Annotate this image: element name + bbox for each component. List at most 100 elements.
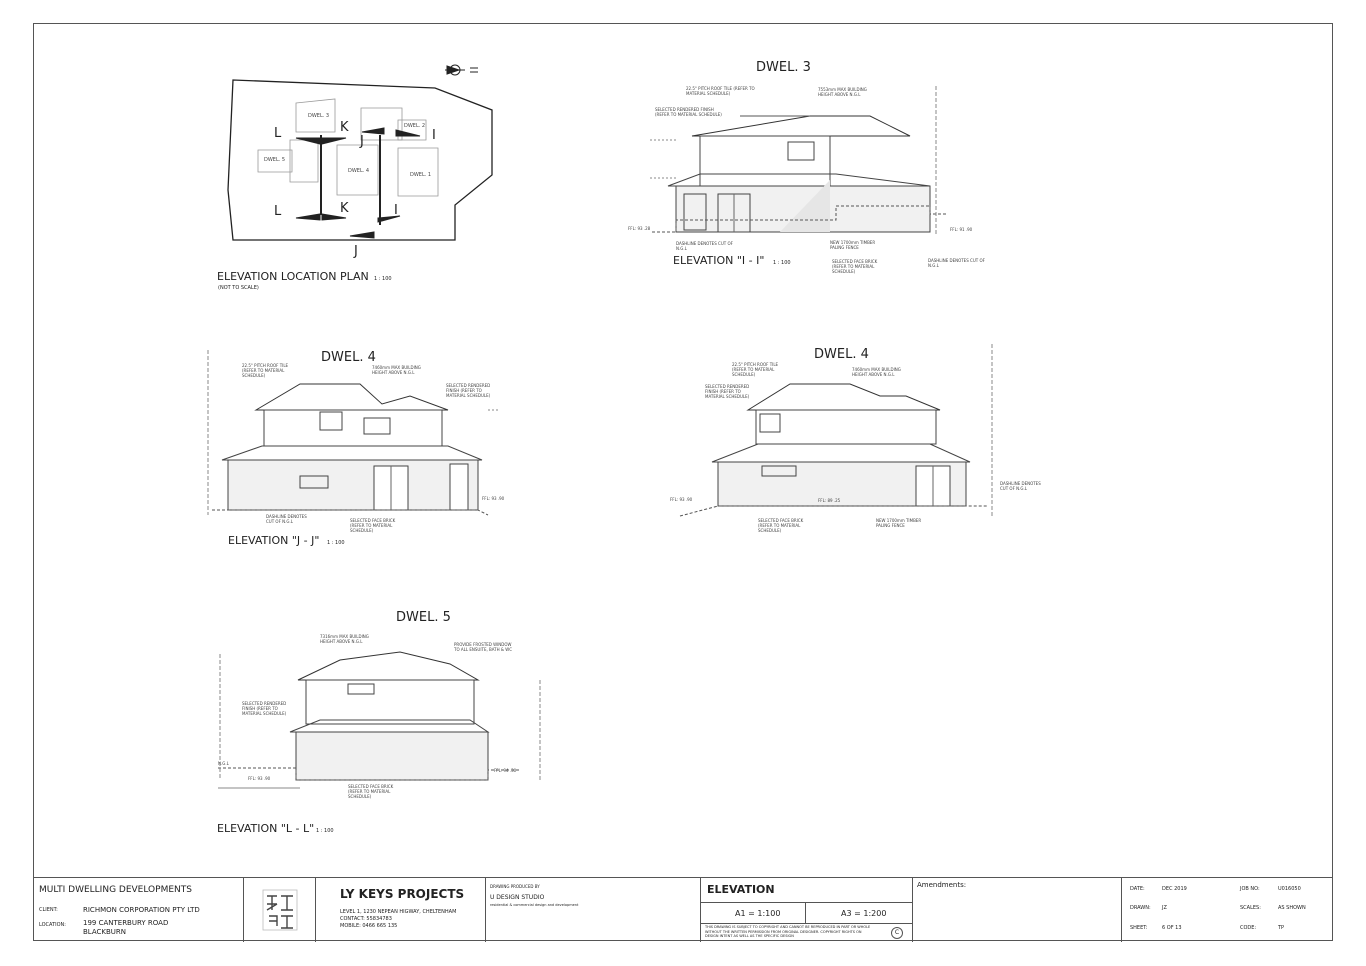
location-line-1: 199 CANTERBURY ROAD — [83, 919, 169, 927]
scales-value: AS SHOWN — [1278, 905, 1306, 911]
drawn-value: JZ — [1162, 905, 1167, 911]
sheet-title: ELEVATION — [707, 883, 775, 896]
elev-ll-dwel: DWEL. 5 — [396, 610, 451, 625]
copyright-notice: THIS DRAWING IS SUBJECT TO COPYRIGHT AND… — [705, 925, 871, 938]
code-value: TP — [1278, 925, 1285, 931]
code-label: CODE: — [1240, 925, 1257, 931]
elev-ii-dwel: DWEL. 3 — [756, 60, 811, 75]
location-plan-note: (NOT TO SCALE) — [218, 285, 259, 291]
elev-ii-note-dash2: DASHLINE DENOTES CUT OF N.G.L — [928, 258, 985, 268]
title-block: MULTI DWELLING DEVELOPMENTS CLIENT: RICH… — [33, 877, 1333, 942]
elev-ll-note-height: 7316mm MAX BUILDING HEIGHT ABOVE N.G.L — [320, 634, 369, 644]
produced-by-label: DRAWING PRODUCED BY — [490, 884, 540, 889]
amendments-cell: Amendments: — [913, 878, 1122, 942]
elevation-ii-building — [650, 86, 948, 236]
section-marker-l-top: L — [274, 126, 282, 141]
elevation-kk-building — [679, 344, 993, 517]
studio-name: U DESIGN STUDIO — [490, 894, 545, 901]
sheet-title-cell: ELEVATION A1 = 1:100 A3 = 1:200 THIS DRA… — [701, 878, 913, 942]
studio-subtitle: residential & commercial design and deve… — [490, 903, 579, 907]
elev-ii-ffl-2: FFL: 91 .90 — [950, 227, 973, 232]
firm-contact: CONTACT: 55834783 — [340, 916, 392, 922]
project-name: MULTI DWELLING DEVELOPMENTS — [39, 885, 192, 895]
site-plan — [227, 64, 493, 241]
elev-kk-note-height: 7460mm MAX BUILDING HEIGHT ABOVE N.G.L — [852, 367, 901, 377]
scales-label: SCALES: — [1240, 905, 1261, 911]
section-marker-j-top: J — [360, 134, 364, 149]
elev-kk-dwel: DWEL. 4 — [814, 347, 869, 362]
section-marker-k-bottom: K — [340, 201, 349, 216]
elev-jj-ffl: FFL: 93 .90 — [482, 496, 505, 501]
elev-jj-note-dash: DASHLINE DENOTES CUT OF N.G.L — [266, 514, 307, 524]
title-block-project: MULTI DWELLING DEVELOPMENTS CLIENT: RICH… — [33, 878, 244, 942]
elev-ii-note-roof: 22.5° PITCH ROOF TILE (REFER TO MATERIAL… — [686, 86, 755, 96]
studio-cell: DRAWING PRODUCED BY U DESIGN STUDIO resi… — [486, 878, 701, 942]
elev-ii-ffl-1: FFL: 93 .28 — [628, 226, 651, 231]
location-plan-scale: 1 : 100 — [374, 276, 392, 282]
firm-logo — [262, 889, 298, 931]
elev-ll-ffl-2: FFL: 94 .30 — [494, 768, 517, 773]
revision-badge: C — [891, 927, 903, 939]
elev-ii-note-height: 7553mm MAX BUILDING HEIGHT ABOVE N.G.L — [818, 87, 867, 97]
elev-ii-note-render: SELECTED RENDERED FINISH (REFER TO MATER… — [655, 107, 722, 117]
sheet-value: 6 OF 13 — [1162, 925, 1182, 931]
elev-ii-caption: ELEVATION "I - I" — [673, 254, 765, 267]
plan-dwel-5: DWEL. 5 — [264, 157, 286, 163]
elev-ii-note-dash: DASHLINE DENOTES CUT OF N.G.L — [676, 241, 733, 251]
elev-ll-note-render: SELECTED RENDERED FINISH (REFER TO MATER… — [242, 701, 287, 716]
elev-jj-dwel: DWEL. 4 — [321, 350, 376, 365]
elev-ll-caption: ELEVATION "L - L" — [217, 822, 315, 835]
location-line-2: BLACKBURN — [83, 928, 127, 936]
elev-jj-note-render: SELECTED RENDERED FINISH (REFER TO MATER… — [446, 383, 491, 398]
elev-ll-ffl-1: FFL: 93 .90 — [248, 776, 271, 781]
elev-kk-note-dash: DASHLINE DENOTES CUT OF N.G.L — [1000, 481, 1041, 491]
location-plan-title: ELEVATION LOCATION PLAN — [217, 270, 369, 283]
elev-ll-note-window: PROVIDE FROSTED WINDOW TO ALL ENSUITE, B… — [454, 642, 513, 652]
elevation-ll-building — [218, 651, 541, 789]
elev-ii-scale: 1 : 100 — [773, 260, 791, 266]
location-label: LOCATION: — [39, 922, 66, 928]
elevation-jj-building — [207, 350, 498, 516]
drawing-sheet-border — [33, 23, 1333, 941]
client-name: RICHMON CORPORATION PTY LTD — [83, 906, 200, 914]
drawn-label: DRAWN: — [1130, 905, 1151, 911]
elev-kk-note-brick: SELECTED FACE BRICK (REFER TO MATERIAL S… — [758, 518, 804, 533]
elev-ii-note-fence: NEW 1700mm TIMBER PALING FENCE — [830, 240, 876, 250]
date-label: DATE: — [1130, 886, 1145, 892]
job-value: U016050 — [1278, 886, 1301, 892]
elev-kk-ffl-2: FFL: 89 .25 — [818, 498, 841, 503]
firm-address: LEVEL 1, 1230 NEPEAN HIGWAY, CHELTENHAM — [340, 909, 457, 915]
elev-ll-ngl: N.G.L — [218, 761, 229, 766]
elev-kk-ffl-1: FFL: 93 .90 — [670, 497, 693, 502]
a3-scale: A3 = 1:200 — [841, 909, 887, 918]
a1-scale: A1 = 1:100 — [735, 909, 781, 918]
plan-dwel-2: DWEL. 2 — [404, 123, 426, 129]
info-cell: DATE: DEC 2019 DRAWN: JZ SHEET: 6 OF 13 … — [1122, 878, 1333, 942]
job-label: JOB NO: — [1240, 886, 1260, 892]
date-value: DEC 2019 — [1162, 886, 1187, 892]
amendments-label: Amendments: — [917, 881, 967, 889]
elev-kk-note-render: SELECTED RENDERED FINISH (REFER TO MATER… — [705, 384, 750, 399]
elev-jj-note-brick: SELECTED FACE BRICK (REFER TO MATERIAL S… — [350, 518, 396, 533]
plan-dwel-3: DWEL. 3 — [308, 113, 330, 119]
elev-ll-note-brick: SELECTED FACE BRICK (REFER TO MATERIAL S… — [348, 784, 394, 799]
section-marker-i-bottom: I — [394, 203, 398, 218]
section-marker-l-bottom: L — [274, 204, 282, 219]
elev-ll-scale: 1 : 100 — [316, 828, 334, 834]
elev-kk-note-fence: NEW 1700mm TIMBER PALING FENCE — [876, 518, 922, 528]
elev-kk-note-roof: 22.5° PITCH ROOF TILE (REFER TO MATERIAL… — [732, 362, 779, 377]
section-marker-k-top: K — [340, 120, 349, 135]
client-label: CLIENT: — [39, 907, 58, 913]
plan-dwel-4: DWEL. 4 — [348, 168, 370, 174]
firm-mobile: MOBILE: 0466 665 135 — [340, 923, 398, 929]
section-marker-i-top: I — [432, 128, 436, 143]
elev-ii-note-brick: SELECTED FACE BRICK (REFER TO MATERIAL S… — [832, 259, 878, 274]
plan-dwel-1: DWEL. 1 — [410, 172, 432, 178]
elev-jj-scale: 1 : 100 — [327, 540, 345, 546]
firm-name: LY KEYS PROJECTS — [340, 887, 465, 901]
firm-cell: LY KEYS PROJECTS LEVEL 1, 1230 NEPEAN HI… — [316, 878, 486, 942]
elev-jj-note-height: 7460mm MAX BUILDING HEIGHT ABOVE N.G.L — [372, 365, 421, 375]
firm-logo-cell — [244, 878, 316, 942]
elev-jj-note-roof: 22.5° PITCH ROOF TILE (REFER TO MATERIAL… — [242, 363, 289, 378]
